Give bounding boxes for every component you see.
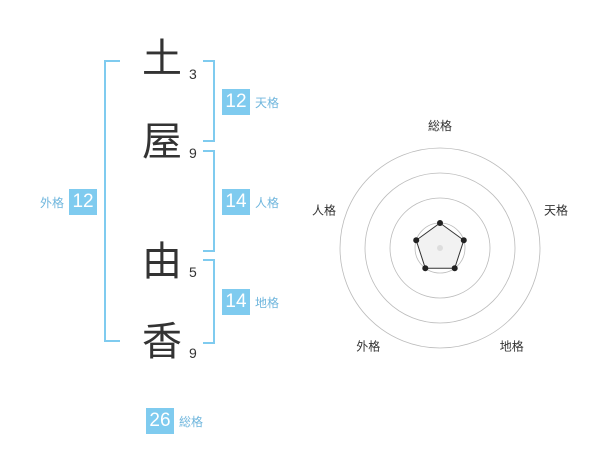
radar-point-1 xyxy=(460,237,467,244)
radar-ring-4 xyxy=(339,147,541,349)
radar-axis-label-2: 地格 xyxy=(500,339,524,354)
radar-point-2 xyxy=(451,265,458,272)
jinkaku-bracket xyxy=(203,150,215,252)
name-char-4: 香 xyxy=(142,319,182,365)
chikaku-value: 14 xyxy=(222,289,250,315)
jinkaku-score: 14 人格 xyxy=(222,189,279,215)
tenkaku-score: 12 天格 xyxy=(222,89,279,115)
radar-axis-label-3: 外格 xyxy=(356,339,380,354)
gaikaku-label: 外格 xyxy=(40,195,65,210)
chikaku-label: 地格 xyxy=(255,295,280,310)
radar-point-0 xyxy=(437,220,443,226)
soukaku-score: 26 総格 xyxy=(146,408,203,434)
radar-axis-label-1: 天格 xyxy=(544,202,568,217)
tenkaku-bracket xyxy=(203,60,215,142)
stroke-count-3: 5 xyxy=(189,264,197,280)
gaikaku-value: 12 xyxy=(69,189,98,215)
jinkaku-value: 14 xyxy=(222,189,250,215)
name-char-2: 屋 xyxy=(142,119,182,165)
chikaku-bracket xyxy=(203,259,215,344)
radar-point-3 xyxy=(422,265,429,272)
tenkaku-value: 12 xyxy=(222,89,250,115)
tenkaku-label: 天格 xyxy=(255,95,280,110)
radar-ring-3 xyxy=(364,172,516,324)
radar-point-4 xyxy=(413,237,420,244)
soukaku-label: 総格 xyxy=(179,414,204,429)
radar-axis-label-4: 人格 xyxy=(312,202,336,217)
gaikaku-bracket xyxy=(104,60,120,342)
chikaku-score: 14 地格 xyxy=(222,289,279,315)
name-char-3: 由 xyxy=(142,239,182,285)
stroke-count-4: 9 xyxy=(189,345,197,361)
gaikaku-score: 外格 12 xyxy=(40,189,98,215)
stroke-count-2: 9 xyxy=(189,145,197,161)
soukaku-value: 26 xyxy=(146,408,174,434)
name-char-1: 土 xyxy=(142,36,182,82)
radar-center-dot xyxy=(437,245,443,251)
jinkaku-label: 人格 xyxy=(255,195,280,210)
stroke-count-1: 3 xyxy=(189,66,197,82)
radar-ring-2 xyxy=(389,197,491,299)
radar-axis-label-0: 総格 xyxy=(428,118,452,133)
